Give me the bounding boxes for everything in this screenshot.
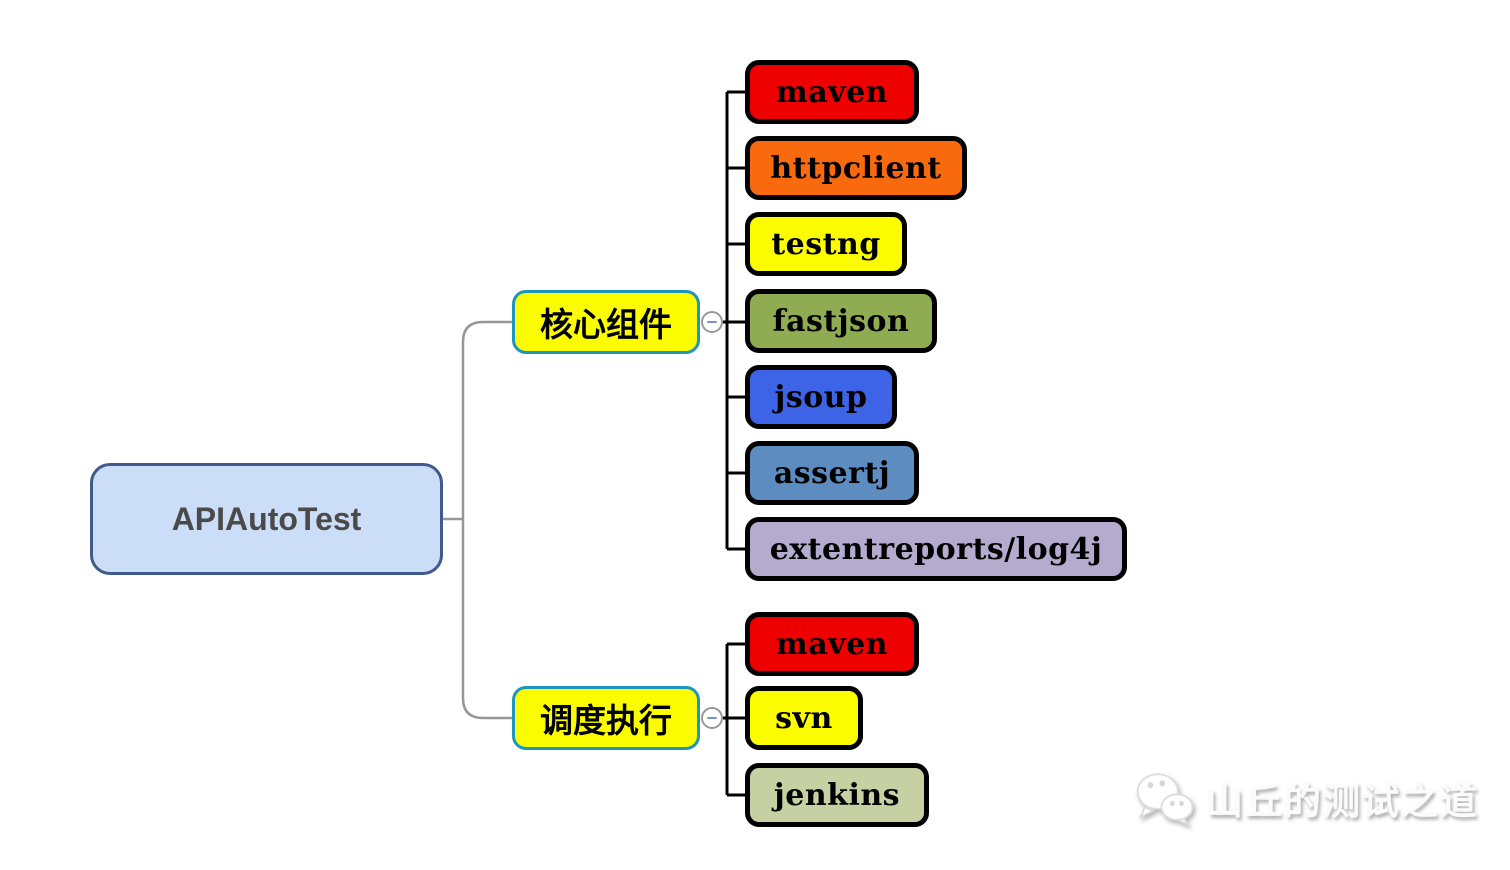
node-label: extentreports/log4j xyxy=(769,531,1103,567)
branch-label: 调度执行 xyxy=(540,702,672,739)
node-assertj[interactable]: assertj xyxy=(745,441,919,505)
root-branch-connector xyxy=(443,320,512,720)
node-jenkins[interactable]: jenkins xyxy=(745,763,929,827)
node-branch-core-components[interactable]: 核心组件 xyxy=(512,290,700,354)
minus-icon xyxy=(707,320,717,324)
node-root[interactable]: APIAutoTest xyxy=(90,463,443,575)
node-label: jsoup xyxy=(774,379,868,415)
node-label: jenkins xyxy=(773,777,901,813)
node-label: fastjson xyxy=(772,303,910,339)
node-testng[interactable]: testng xyxy=(745,212,907,276)
node-httpclient[interactable]: httpclient xyxy=(745,136,967,200)
exec-children-connector xyxy=(723,642,745,797)
collapse-button-exec[interactable] xyxy=(701,707,723,729)
node-label: testng xyxy=(771,226,881,262)
minus-icon xyxy=(707,716,717,720)
core-children-connector xyxy=(723,90,745,551)
node-maven-exec[interactable]: maven xyxy=(745,612,919,676)
node-label: httpclient xyxy=(770,150,942,186)
branch-label: 核心组件 xyxy=(540,306,672,343)
node-label: maven xyxy=(775,626,888,662)
collapse-button-core[interactable] xyxy=(701,311,723,333)
node-jsoup[interactable]: jsoup xyxy=(745,365,897,429)
watermark-text: 山丘的测试之道 xyxy=(1206,781,1479,822)
node-branch-schedule-exec[interactable]: 调度执行 xyxy=(512,686,700,750)
node-svn[interactable]: svn xyxy=(745,686,863,750)
node-label: svn xyxy=(775,700,833,736)
root-label: APIAutoTest xyxy=(171,500,362,537)
wechat-icon xyxy=(1136,773,1194,827)
node-fastjson[interactable]: fastjson xyxy=(745,289,937,353)
node-extentreports-log4j[interactable]: extentreports/log4j xyxy=(745,517,1127,581)
watermark: 山丘的测试之道 xyxy=(1134,768,1479,828)
node-label: maven xyxy=(775,74,888,110)
node-label: assertj xyxy=(773,455,891,491)
node-maven[interactable]: maven xyxy=(745,60,919,124)
